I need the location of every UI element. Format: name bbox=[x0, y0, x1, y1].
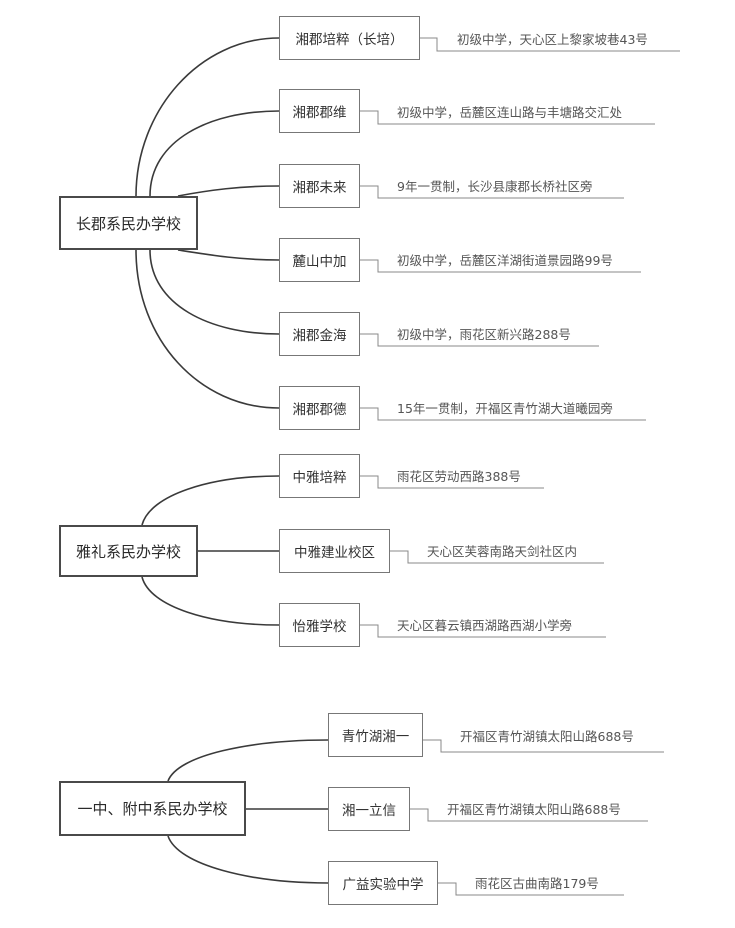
note-line-9 bbox=[360, 624, 606, 638]
school-note: 初级中学，天心区上黎家坡巷43号 bbox=[457, 32, 648, 47]
school-note: 雨花区劳动西路388号 bbox=[397, 469, 521, 484]
school-node: 湘一立信 bbox=[328, 787, 410, 831]
school-node: 麓山中加 bbox=[279, 238, 360, 282]
note-line-6 bbox=[360, 407, 646, 421]
school-note: 雨花区古曲南路179号 bbox=[475, 876, 599, 891]
connector-root1-school5 bbox=[149, 249, 280, 335]
connector-root1-school2 bbox=[149, 110, 280, 197]
connector-root1-school6 bbox=[135, 249, 280, 409]
note-line-1 bbox=[420, 37, 680, 52]
school-note: 初级中学，岳麓区连山路与丰塘路交汇处 bbox=[397, 105, 623, 120]
connector-root1-school4 bbox=[177, 249, 280, 261]
note-line-3 bbox=[360, 185, 624, 199]
connector-root3-school3 bbox=[167, 835, 329, 884]
school-note: 9年一贯制，长沙县康郡长桥社区旁 bbox=[397, 179, 593, 194]
school-node: 广益实验中学 bbox=[328, 861, 438, 905]
note-line-10 bbox=[423, 739, 664, 753]
note-line-7 bbox=[360, 475, 544, 489]
school-note: 天心区暮云镇西湖路西湖小学旁 bbox=[397, 618, 573, 633]
connector-root1-school3 bbox=[177, 185, 280, 197]
school-node: 青竹湖湘一 bbox=[328, 713, 423, 757]
school-node: 湘郡郡德 bbox=[279, 386, 360, 430]
school-note: 开福区青竹湖镇太阳山路688号 bbox=[460, 729, 634, 744]
root-node-yizhong-fuzhong: 一中、附中系民办学校 bbox=[59, 781, 246, 836]
note-line-11 bbox=[410, 808, 648, 822]
school-note: 15年一贯制，开福区青竹湖大道曦园旁 bbox=[397, 401, 613, 416]
school-note: 初级中学，雨花区新兴路288号 bbox=[397, 327, 571, 342]
connector-root3-school1 bbox=[167, 739, 329, 782]
connector-root1-school1 bbox=[135, 37, 280, 197]
school-note: 开福区青竹湖镇太阳山路688号 bbox=[447, 802, 621, 817]
school-node: 湘郡郡维 bbox=[279, 89, 360, 133]
note-line-8 bbox=[390, 550, 604, 564]
school-node: 怡雅学校 bbox=[279, 603, 360, 647]
school-node: 湘郡金海 bbox=[279, 312, 360, 356]
root-node-yali: 雅礼系民办学校 bbox=[59, 525, 198, 577]
connector-root2-school3 bbox=[141, 576, 280, 626]
school-node: 湘郡未来 bbox=[279, 164, 360, 208]
school-node: 湘郡培粹（长培） bbox=[279, 16, 420, 60]
connector-root2-school1 bbox=[141, 475, 280, 526]
school-note: 初级中学，岳麓区洋湖街道景园路99号 bbox=[397, 253, 613, 268]
root-node-changjun: 长郡系民办学校 bbox=[59, 196, 198, 250]
note-line-5 bbox=[360, 333, 599, 347]
note-line-12 bbox=[438, 882, 624, 896]
school-node: 中雅建业校区 bbox=[279, 529, 390, 573]
school-note: 天心区芙蓉南路天剑社区内 bbox=[427, 544, 578, 559]
note-line-2 bbox=[360, 110, 655, 125]
note-line-4 bbox=[360, 259, 641, 273]
school-node: 中雅培粹 bbox=[279, 454, 360, 498]
